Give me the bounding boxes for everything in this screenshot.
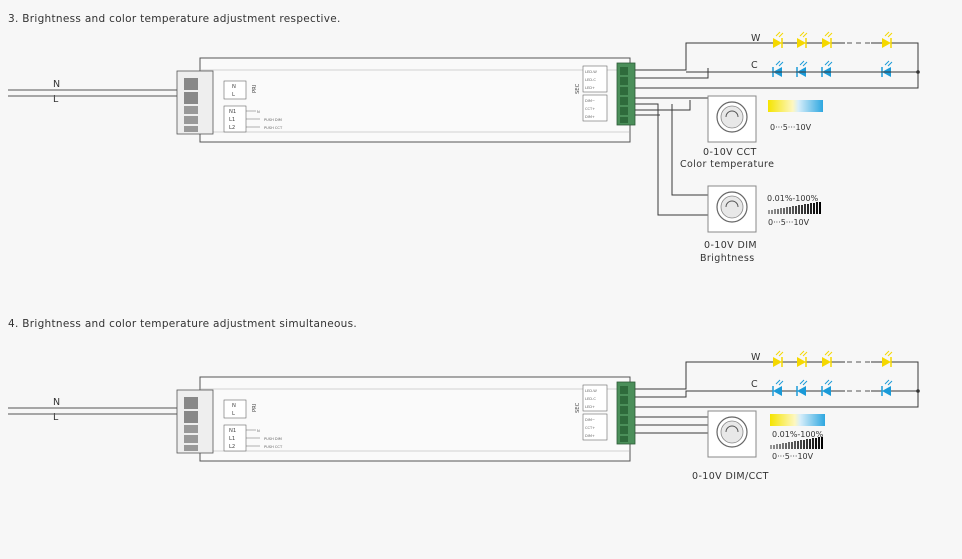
cct-caption-2: Color temperature [680,159,774,170]
led-string-cool [772,379,893,396]
section-title: 3. Brightness and color temperature adju… [8,13,341,25]
push-cct: PUSH CCT [264,445,283,449]
dim-brightness-bars [768,202,821,214]
dimcct-scale: 0···5···10V [772,452,814,461]
term-dim-plus: DIM+ [585,115,595,119]
term-dim-minus: DIM− [585,99,595,103]
cct-scale: 0···5···10V [770,123,812,132]
sec-label: SEC [575,402,581,413]
push-dim: PUSH DIM [264,437,282,441]
cct-gradient-bar [768,100,823,112]
dim-controller: 0.01%-100% [700,185,821,264]
output-wiring [635,42,919,216]
channel-c: C [751,379,758,390]
cct-controller: 0···5···10V 0-10V CCT Color temperature [680,95,823,170]
led-driver: N L PRI N1 L1 L2 N PUSH DIM PUSH CCT LED… [176,57,636,143]
term-l: L [232,411,235,417]
cct-caption-1: 0-10V CCT [703,147,757,158]
dim-pct: 0.01%-100% [767,194,819,203]
section-title: 4. Brightness and color temperature adju… [8,318,357,330]
term-dim-minus: DIM− [585,418,595,422]
led-driver: N L PRI N1 L1 L2 N PUSH DIM PUSH CCT LED… [176,376,636,462]
section-3: 3. Brightness and color temperature adju… [8,13,920,264]
term-cct-plus: CCT+ [585,107,595,111]
term-n1: N1 [229,428,236,434]
dim-caption-1: 0-10V DIM [704,240,757,251]
term-l1: L1 [229,117,235,123]
input-label-l: L [53,94,59,105]
push-n: N [257,429,260,433]
led-string-cool [772,60,893,77]
dimcct-pct: 0.01%-100% [772,430,824,439]
pri-label: PRI [252,403,258,412]
pri-label: PRI [252,84,258,93]
dim-caption-2: Brightness [700,253,755,264]
input-label-n: N [53,397,60,408]
term-l1: L1 [229,436,235,442]
dimcct-caption: 0-10V DIM/CCT [692,471,769,482]
term-led-w: LED-W [585,70,597,74]
channel-c: C [751,60,758,71]
term-dim-plus: DIM+ [585,434,595,438]
term-led-c: LED-C [585,397,596,401]
input-label-n: N [53,79,60,90]
dim-brightness-bars [770,437,823,449]
term-l2: L2 [229,444,235,450]
push-cct: PUSH CCT [264,126,283,130]
term-led-plus: LED+ [585,405,595,409]
channel-w: W [751,33,761,44]
led-string-warm [773,31,893,48]
term-n1: N1 [229,109,236,115]
cct-gradient-bar [770,414,825,426]
dim-cct-controller: 0.01%-100% [692,410,825,482]
term-l: L [232,92,235,98]
dim-scale: 0···5···10V [768,218,810,227]
push-n: N [257,110,260,114]
term-cct-plus: CCT+ [585,426,595,430]
channel-w: W [751,352,761,363]
term-led-plus: LED+ [585,86,595,90]
term-led-c: LED-C [585,78,596,82]
term-l2: L2 [229,125,235,131]
term-led-w: LED-W [585,389,597,393]
section-4: 4. Brightness and color temperature adju… [8,318,920,482]
push-dim: PUSH DIM [264,118,282,122]
sec-label: SEC [575,83,581,94]
term-n: N [232,403,236,409]
term-n: N [232,84,236,90]
led-string-warm [773,350,893,367]
input-label-l: L [53,412,59,423]
